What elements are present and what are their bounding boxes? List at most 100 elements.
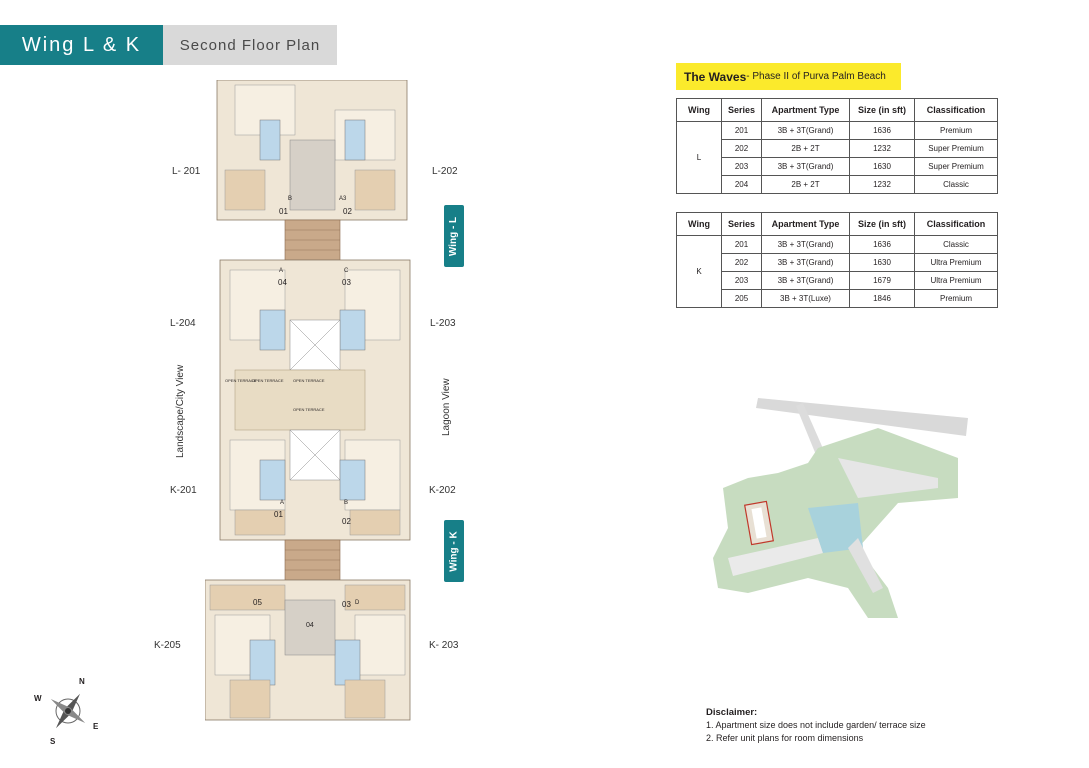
cell: Ultra Premium [914, 271, 998, 290]
cell: 1679 [849, 271, 915, 290]
door-letter: A3 [339, 196, 347, 202]
cell: 3B + 3T(Grand) [761, 157, 850, 176]
wing-k-tab: Wing - K [444, 520, 464, 582]
disclaimer-line: 1. Apartment size does not include garde… [706, 720, 926, 730]
header-apartment-type: Apartment Type [761, 98, 850, 122]
disclaimer-title: Disclaimer: [706, 707, 758, 718]
compass-n: N [79, 677, 85, 686]
cell: 3B + 3T(Grand) [761, 121, 850, 140]
cell: 201 [721, 235, 762, 254]
wing-title: Wing L & K [0, 25, 163, 65]
wing-l-label: Wing - L [448, 216, 460, 256]
cell: 202 [721, 253, 762, 272]
cell: 1846 [849, 289, 915, 308]
cell: 1636 [849, 235, 915, 254]
cell: 1630 [849, 253, 915, 272]
cell: Ultra Premium [914, 253, 998, 272]
header-classification: Classification [914, 98, 998, 122]
table-row: 203 3B + 3T(Grand) 1679 Ultra Premium [677, 271, 998, 290]
plan-title: Second Floor Plan [163, 25, 337, 65]
cell: Premium [914, 121, 998, 140]
door-letter: D [355, 600, 360, 606]
door-letter: A [279, 268, 284, 274]
cell: 203 [721, 157, 762, 176]
header-size: Size (in sft) [849, 212, 915, 236]
header-size: Size (in sft) [849, 98, 915, 122]
wing-l-tab: Wing - L [444, 205, 464, 267]
compass-e: E [93, 722, 99, 731]
unit-number: 04 [278, 278, 287, 287]
table-row: L 201 3B + 3T(Grand) 1636 Premium [676, 121, 998, 194]
unit-number: 02 [343, 207, 352, 216]
cell: 1232 [849, 139, 915, 158]
cell: Classic [914, 235, 998, 254]
header-wing: Wing [676, 212, 722, 236]
disclaimer-line: 2. Refer unit plans for room dimensions [706, 733, 864, 743]
cell: 203 [721, 271, 762, 290]
wing-k-label: Wing - K [448, 530, 460, 572]
header-classification: Classification [914, 212, 998, 236]
project-name: The Waves [684, 69, 747, 84]
side-label-left: Landscape/City View [175, 364, 186, 458]
cell: 205 [721, 289, 762, 308]
compass-s: S [50, 737, 56, 746]
door-letter: C [344, 268, 349, 274]
cell: 201 [721, 121, 762, 140]
cell: 3B + 3T(Luxe) [761, 289, 850, 308]
terrace-label: OPEN TERRACE [225, 378, 257, 383]
unit-label-k203: K- 203 [429, 640, 459, 651]
cell: 204 [721, 175, 762, 194]
cell: Super Premium [914, 139, 998, 158]
wing-k-table: Wing Series Apartment Type Size (in sft)… [676, 212, 998, 308]
table-row: 203 3B + 3T(Grand) 1630 Super Premium [677, 157, 998, 176]
disclaimer: Disclaimer: 1. Apartment size does not i… [706, 706, 926, 745]
cell: 3B + 3T(Grand) [761, 253, 850, 272]
unit-label-l203: L-203 [430, 318, 456, 329]
door-letter: A [280, 500, 285, 506]
unit-number: 03 [342, 278, 351, 287]
wing-cell: L [676, 121, 722, 194]
unit-label-k202: K-202 [429, 485, 456, 496]
cell: 202 [721, 139, 762, 158]
unit-number: 05 [253, 598, 262, 607]
wing-cell: K [676, 235, 722, 308]
unit-label-l201: L- 201 [172, 166, 201, 177]
cell: 3B + 3T(Grand) [761, 271, 850, 290]
cell: 2B + 2T [761, 139, 850, 158]
header-apartment-type: Apartment Type [761, 212, 850, 236]
door-letter: B [288, 196, 293, 202]
table-header-row: Wing Series Apartment Type Size (in sft)… [676, 212, 998, 236]
site-plan-map [713, 398, 968, 618]
header-wing: Wing [676, 98, 722, 122]
table-row: 202 3B + 3T(Grand) 1630 Ultra Premium [677, 253, 998, 272]
terrace-label: OPEN TERRACE [293, 378, 325, 383]
unit-label-k205: K-205 [154, 640, 181, 651]
header-series: Series [721, 212, 762, 236]
unit-number: 04 [306, 622, 314, 629]
wing-l-table: Wing Series Apartment Type Size (in sft)… [676, 98, 998, 194]
cell: 1630 [849, 157, 915, 176]
unit-label-k201: K-201 [170, 485, 197, 496]
table-row: 204 2B + 2T 1232 Classic [677, 175, 998, 194]
project-banner: The Waves- Phase II of Purva Palm Beach [676, 63, 901, 90]
cell: Super Premium [914, 157, 998, 176]
table-header-row: Wing Series Apartment Type Size (in sft)… [676, 98, 998, 122]
unit-number: 02 [342, 517, 351, 526]
cell: 1232 [849, 175, 915, 194]
cell: 2B + 2T [761, 175, 850, 194]
terrace-label: OPEN TERRACE [293, 407, 325, 412]
unit-number: 01 [274, 510, 283, 519]
compass-rose-icon [50, 693, 86, 729]
unit-label-l202: L-202 [432, 166, 458, 177]
compass-w: W [34, 694, 42, 703]
cell: Classic [914, 175, 998, 194]
side-label-right: Lagoon View [441, 378, 452, 436]
header-series: Series [721, 98, 762, 122]
table-row: 202 2B + 2T 1232 Super Premium [677, 139, 998, 158]
project-subtitle: - Phase II of Purva Palm Beach [746, 71, 886, 82]
cell: 3B + 3T(Grand) [761, 235, 850, 254]
unit-number: 01 [279, 207, 288, 216]
door-letter: B [344, 500, 349, 506]
cell: Premium [914, 289, 998, 308]
terrace-label: OPEN TERRACE [252, 378, 284, 383]
